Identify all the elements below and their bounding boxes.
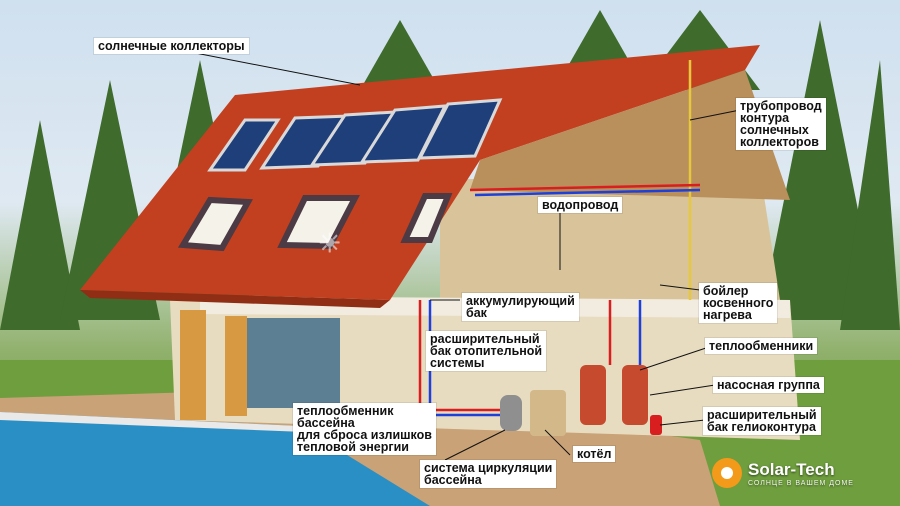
boiler-tank-1 xyxy=(580,365,606,425)
brand-name: Solar-Tech xyxy=(748,460,854,480)
label-solar-collectors: солнечные коллекторы xyxy=(94,38,249,54)
label-pump-group: насосная группа xyxy=(713,377,824,393)
pool-filter xyxy=(500,395,522,431)
label-boiler: бойлеркосвенногонагрева xyxy=(699,283,777,323)
sun-icon xyxy=(712,458,742,488)
label-water-supply: водопровод xyxy=(538,197,622,213)
label-expansion-solar: расширительныйбак гелиоконтура xyxy=(703,407,821,435)
label-boiler-unit: котёл xyxy=(573,446,615,462)
brand-slogan: СОЛНЦЕ В ВАШЕМ ДОМЕ xyxy=(748,480,854,487)
watermark-logo: ☀ xyxy=(318,228,341,259)
label-pool-heat-exchanger: теплообменникбассейнадля сброса излишков… xyxy=(293,403,436,455)
boiler-unit xyxy=(530,390,566,436)
brand-logo: Solar-Tech СОЛНЦЕ В ВАШЕМ ДОМЕ xyxy=(712,458,854,488)
label-accumulator: аккумулирующийбак xyxy=(462,293,579,321)
label-heat-exchangers: теплообменники xyxy=(705,338,817,354)
label-pool-circulation: система циркуляциибассейна xyxy=(420,460,556,488)
boiler-tank-2 xyxy=(622,365,648,425)
glass-wall xyxy=(245,318,340,408)
label-expansion-heating: расширительныйбак отопительнойсистемы xyxy=(426,331,546,371)
label-pipeline: трубопроводконтурасолнечныхколлекторов xyxy=(736,98,826,150)
